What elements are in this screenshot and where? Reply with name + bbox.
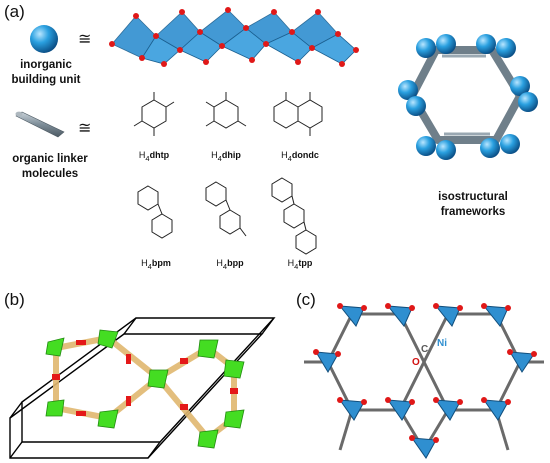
linker-label-tpp: H4tpp (287, 258, 313, 271)
isostructural-frameworks-label: isostructural frameworks (438, 191, 508, 218)
linker-structure-dondc (273, 92, 323, 136)
organic-linker-label: organic linker molecules (12, 153, 88, 180)
atom-label-nickel: Ni (437, 338, 447, 349)
inorganic-chain-polyhedra (109, 7, 359, 67)
inorganic-equivalence-symbol: ≅ (78, 31, 92, 48)
linker-structure-bpp (205, 181, 247, 237)
linker-label-bpp: H4bpp (216, 258, 244, 271)
linker-label-dhtp: H4dhtp (138, 150, 170, 163)
linker-structure-bpm (137, 185, 173, 239)
panel-c-label: (c) (296, 290, 316, 309)
framework-atomic-structure (304, 303, 544, 459)
organic-equivalence-symbol: ≅ (78, 120, 92, 137)
atom-label-oxygen: O (412, 357, 420, 368)
linker-label-bpm: H4bpm (141, 258, 171, 271)
atom-label-carbon: C (421, 344, 429, 355)
inorganic-unit-sphere-icon (30, 25, 58, 53)
panel-a-label: (a) (4, 2, 25, 21)
linker-structure-dhip (205, 92, 247, 129)
panel-b-label: (b) (4, 290, 25, 309)
inorganic-label: inorganic building unit (11, 59, 81, 86)
framework-unit-cell-view (9, 317, 276, 459)
linker-structure-tpp (271, 177, 317, 255)
linker-label-dondc: H4dondc (281, 150, 319, 163)
isostructural-framework-model (398, 34, 538, 160)
linker-label-dhip: H4dhip (211, 150, 241, 163)
linker-structure-dhtp (133, 92, 175, 136)
organic-linker-rod-icon (15, 111, 65, 138)
